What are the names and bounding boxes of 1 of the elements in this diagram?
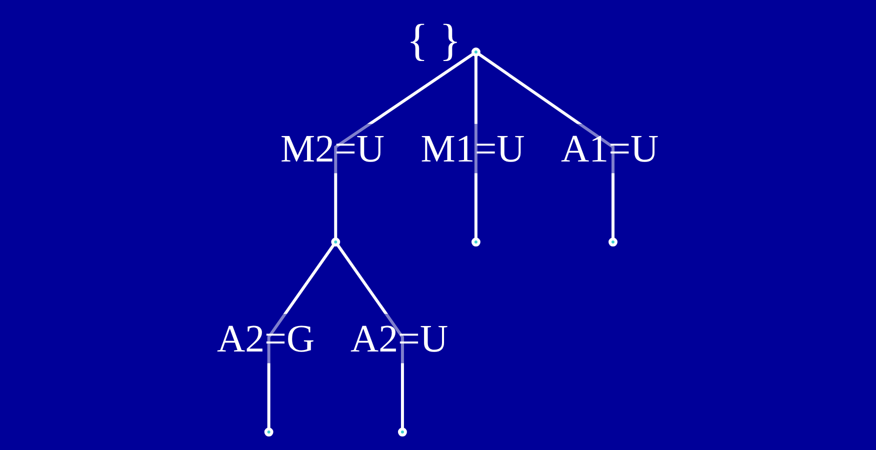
node-caption: { } — [406, 15, 461, 66]
